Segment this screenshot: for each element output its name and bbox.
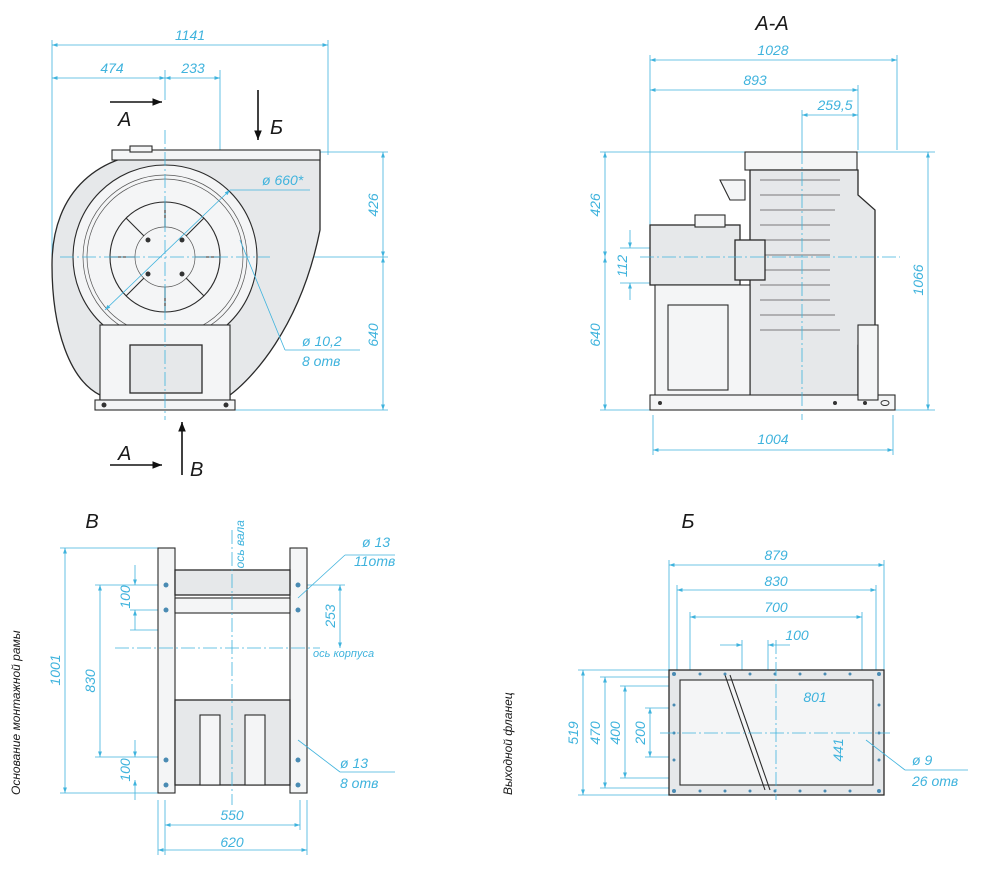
axis-shaft-label: ось вала <box>233 520 247 569</box>
front-view: 1141 474 233 426 640 ø 660* ø 10,2 8 отв… <box>51 27 388 481</box>
dim-base-outer-width: 620 <box>220 834 244 850</box>
dim-bottom-height: 640 <box>365 323 381 347</box>
dim-width-total: 1141 <box>175 27 205 43</box>
flange-view: Б Выходной фланец <box>501 511 968 800</box>
dim-base-hole-top-count: 11отв <box>354 553 395 569</box>
dim-section-axis-offset: 259,5 <box>816 97 852 113</box>
dim-flange-h-opening: 441 <box>830 738 846 761</box>
flange-side-label: Выходной фланец <box>501 692 515 795</box>
dim-base-hole-bottom-diameter: ø 13 <box>340 755 368 771</box>
dim-base-length-total: 1001 <box>47 654 63 685</box>
dim-section-height-total: 1066 <box>910 264 926 295</box>
dim-base-hole-top-diameter: ø 13 <box>362 534 390 550</box>
dim-inlet-diameter: ø 660* <box>262 172 304 188</box>
dim-base-top-pitch: 100 <box>117 585 133 609</box>
dim-flange-h-total: 519 <box>565 721 581 745</box>
dim-flange-h-small: 200 <box>632 721 648 746</box>
section-title: А-А <box>754 13 788 35</box>
dim-section-shaft-offset: 112 <box>614 255 630 278</box>
dim-hole-diameter: ø 10,2 <box>302 333 342 349</box>
arrow-label-a-top: А <box>117 109 131 131</box>
dim-section-width-inner: 893 <box>743 72 767 88</box>
dim-flange-h-inner: 400 <box>607 721 623 745</box>
dim-base-axis-offset: 253 <box>322 604 338 629</box>
dim-section-base-width: 1004 <box>757 431 788 447</box>
dim-base-length-holes: 830 <box>82 669 98 693</box>
base-view-title: В <box>85 511 98 533</box>
dim-base-hole-bottom-count: 8 отв <box>340 775 378 791</box>
dim-left-to-axis: 474 <box>100 60 124 76</box>
dim-flange-hole-count: 26 отв <box>911 773 958 789</box>
dim-flange-w-holes: 830 <box>764 573 788 589</box>
dim-flange-w-opening: 801 <box>803 689 826 705</box>
dim-flange-hole-diameter: ø 9 <box>912 752 932 768</box>
axis-body-label: ось корпуса <box>313 648 374 660</box>
arrow-label-a-bottom: А <box>117 443 131 465</box>
dim-hole-count: 8 отв <box>302 353 340 369</box>
flange-view-title: Б <box>681 511 694 533</box>
arrow-label-v-bottom: В <box>190 459 203 481</box>
dim-section-top-height: 426 <box>587 193 603 217</box>
dim-flange-w-total: 879 <box>764 547 788 563</box>
dim-base-bottom-pitch: 100 <box>117 758 133 782</box>
arrow-label-b-top: Б <box>270 117 283 139</box>
dim-section-bottom-height: 640 <box>587 323 603 347</box>
dim-section-width-total: 1028 <box>757 42 788 58</box>
dim-flange-pitch: 100 <box>785 627 809 643</box>
base-view: В Основание монтажной рамы ось вала ось … <box>9 511 395 855</box>
section-view: А-А <box>587 13 935 455</box>
dim-flange-w-inner: 700 <box>764 599 788 615</box>
dim-flange-h-holes: 470 <box>587 721 603 745</box>
dim-axis-to-outlet: 233 <box>180 60 205 76</box>
dim-base-inner-width: 550 <box>220 807 244 823</box>
base-side-label: Основание монтажной рамы <box>9 630 23 795</box>
dim-top-height: 426 <box>365 193 381 217</box>
